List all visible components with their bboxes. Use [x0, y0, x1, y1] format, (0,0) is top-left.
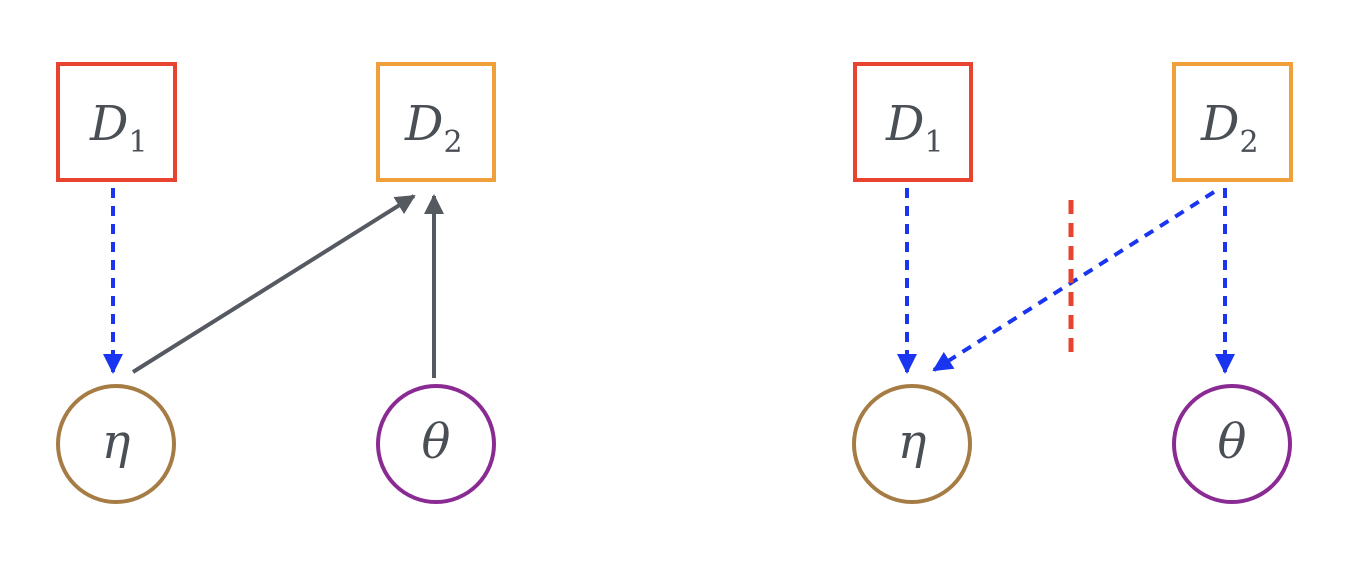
left-d1-node[interactable]: D1 [56, 62, 177, 182]
right-eta-circle [852, 384, 972, 504]
left-eta-circle [56, 384, 176, 504]
left-d2-box [376, 62, 496, 182]
right-d2-node[interactable]: D2 [1172, 62, 1293, 182]
right-d1-node[interactable]: D1 [853, 62, 973, 182]
left-d2-node[interactable]: D2 [376, 62, 496, 182]
right-d2-box [1172, 62, 1293, 182]
left-d1-box [56, 62, 177, 182]
right-edge-d2-eta [932, 190, 1216, 372]
left-eta-node[interactable]: η [56, 384, 176, 504]
right-theta-circle [1172, 384, 1292, 504]
left-edge-eta-d2 [131, 194, 416, 374]
right-eta-label: η [898, 414, 927, 470]
left-theta-node[interactable]: θ [376, 384, 496, 504]
right-theta-label: θ [1218, 414, 1247, 470]
left-theta-circle [376, 384, 496, 504]
left-panel: D1 D2 η θ [56, 62, 496, 504]
right-eta-node[interactable]: η [852, 384, 972, 504]
right-d1-box [853, 62, 973, 182]
left-eta-label: η [102, 414, 131, 470]
left-d1-label: D1 [89, 96, 148, 160]
right-d1-label: D1 [885, 96, 944, 160]
left-d2-label: D2 [404, 96, 463, 160]
right-d2-label: D2 [1200, 96, 1259, 160]
right-theta-node[interactable]: θ [1172, 384, 1292, 504]
left-theta-label: θ [422, 414, 451, 470]
right-panel: D1 D2 η θ [852, 62, 1293, 504]
